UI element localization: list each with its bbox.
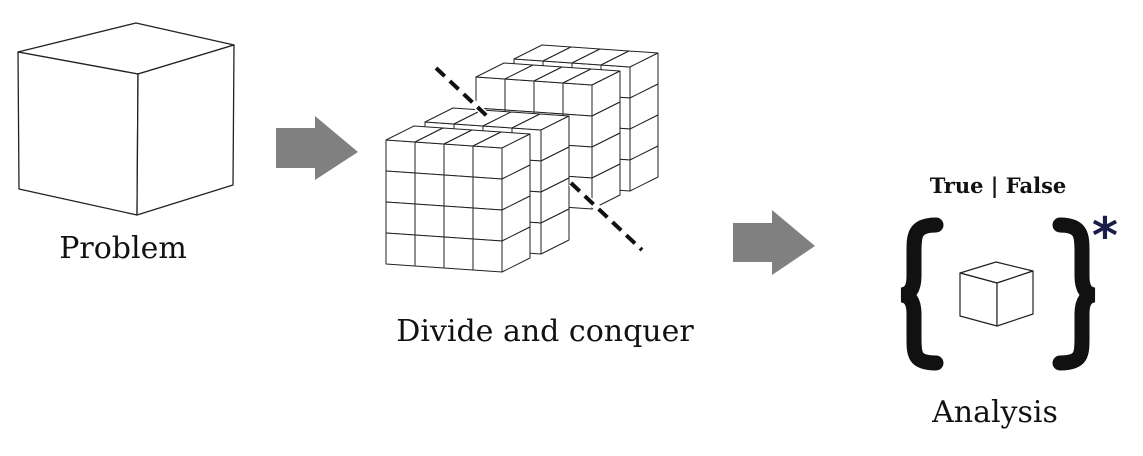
problem-cube [17, 22, 235, 216]
block-layer [385, 125, 531, 273]
true-false-label: True | False [930, 173, 1067, 198]
left-brace-icon [900, 217, 944, 371]
arrow-to-analysis [733, 210, 815, 275]
arrow-to-divide [276, 116, 358, 180]
kleene-star: * [1092, 207, 1118, 265]
divide-label: Divide and conquer [396, 314, 694, 349]
analysis-cube [959, 261, 1034, 327]
right-brace-icon [1052, 217, 1096, 371]
divide-blocks [385, 44, 659, 273]
problem-label: Problem [59, 231, 187, 266]
cut-line [433, 65, 645, 253]
analysis-label: Analysis [931, 395, 1058, 430]
